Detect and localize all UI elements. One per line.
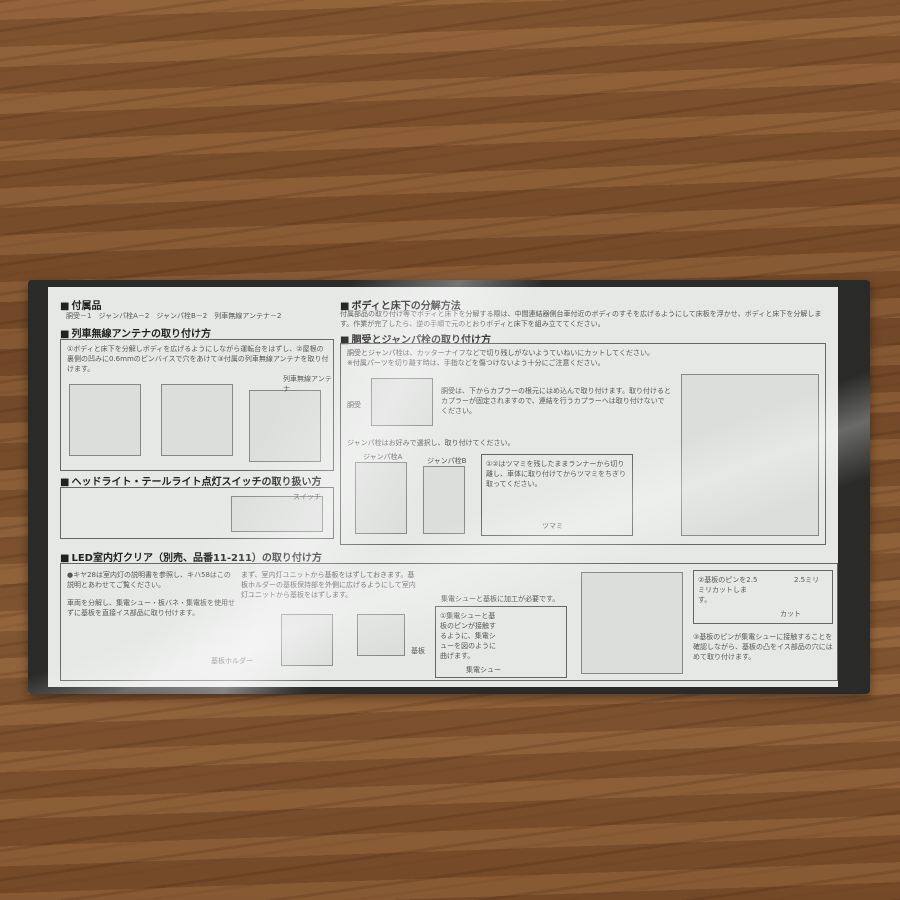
led-text-3: まず、室内灯ユニットから基板をはずしておきます。基板ホルダーの基板保持部を外側に… (241, 571, 416, 599)
switch-label: スイッチ (293, 493, 321, 501)
antenna-text: ①ボディと床下を分解しボディを広げるようにしながら運転台をはずし、②屋根の裏側の… (67, 345, 329, 373)
step-3: ③基板のピンが集電シューに接触することを確認しながら、基板の凸をイス部品の穴には… (693, 633, 833, 661)
led-heading: LED室内灯クリア（別売、品番11-211）の取り付け方 (60, 549, 321, 564)
headlight-heading: ヘッドライト・テールライト点灯スイッチの取り扱い方 (60, 473, 321, 488)
coupler-heading: 胴受とジャンパ栓の取り付け方 (340, 331, 491, 346)
dou-label: 胴受 (347, 401, 361, 409)
accessories-heading: 付属品 (60, 297, 101, 312)
jumper-note: ①②はツマミを残したままランナーから切り離し、車体に取り付けてからツマミをちぎり… (486, 460, 626, 488)
instruction-sheet: 付属品 胴受－1 ジャンパ栓A－2 ジャンパ栓B－2 列車無線アンテナ－2 列車… (48, 287, 838, 687)
coupler-text-4: ジャンパ栓はお好みで選択し、取り付けてください。 (347, 439, 515, 447)
antenna-figure-1 (69, 384, 141, 456)
train-front-figure (681, 374, 819, 536)
tsumami-label: ツマミ (542, 522, 563, 530)
coupler-text-2: ※付属パーツを切り離す時は、手指などを傷つけないよう十分にご注意ください。 (347, 359, 605, 367)
board-figure (357, 614, 405, 656)
jumper-note-box: ①②はツマミを残したままランナーから切り離し、車体に取り付けてからツマミをちぎり… (481, 454, 633, 536)
jumper-b-label: ジャンパ栓B (427, 457, 467, 465)
board-holder-figure (281, 614, 333, 666)
antenna-figure-2 (161, 384, 233, 456)
switch-figure (231, 496, 323, 532)
jumper-a-figure (355, 462, 407, 534)
disassembly-text: 付属部品の取り付け等でボディと床下を分解する際は、中間連結器側台車付近のボディの… (340, 310, 822, 328)
step-1: ①集電シューと基板のピンが接触するように、集電シューを図のように曲げます。 (440, 612, 496, 660)
shoe-label: 集電シュー (466, 666, 501, 674)
coupler-text-3: 胴受は、下からカプラーの根元にはめ込んで取り付けます。取り付けるとカプラーが固定… (441, 387, 671, 415)
antenna-figure-3 (249, 390, 321, 462)
holder-label: 基板ホルダー (211, 657, 253, 665)
antenna-heading: 列車無線アンテナの取り付け方 (60, 325, 211, 340)
shoe-step-box: ①集電シューと基板のピンが接触するように、集電シューを図のように曲げます。 集電… (435, 606, 567, 678)
accessories-list: 胴受－1 ジャンパ栓A－2 ジャンパ栓B－2 列車無線アンテナ－2 (66, 312, 282, 320)
led-text-1: ●キヤ28は室内灯の説明書を参照し、キハ58はこの説明とあわせてご覧ください。 (67, 571, 231, 589)
coupler-text-1: 胴受とジャンパ栓は、カッターナイフなどで切り残しがないようていねいにカットしてく… (347, 349, 654, 357)
board-label: 基板 (411, 647, 425, 655)
jumper-a-label: ジャンパ栓A (363, 453, 403, 461)
step-2: ②基板のピンを2.5ミリカットします。 (698, 576, 758, 604)
antenna-box: ①ボディと床下を分解しボディを広げるようにしながら運転台をはずし、②屋根の裏側の… (60, 339, 334, 471)
jumper-b-figure (423, 466, 465, 534)
coupler-box: 胴受とジャンパ栓は、カッターナイフなどで切り残しがないようていねいにカットしてく… (340, 343, 826, 545)
cut-label: カット (780, 610, 801, 618)
led-text-2: 車両を分解し、集電シュー・板バネ・集電板を使用せずに基板を直接イス部品に取り付け… (67, 599, 235, 617)
chassis-figure (581, 572, 683, 674)
antenna-label: 列車無線アンテナ (283, 375, 332, 393)
dou-figure (371, 378, 433, 426)
pin-cut-box: ②基板のピンを2.5ミリカットします。 2.5ミリ カット (693, 570, 833, 624)
led-box: ●キヤ28は室内灯の説明書を参照し、キハ58はこの説明とあわせてご覧ください。 … (60, 563, 838, 681)
disassembly-heading: ボディと床下の分解方法 (340, 297, 460, 312)
led-text-4: 集電シューと基板に加工が必要です。 (441, 595, 560, 603)
headlight-box: スイッチ (60, 487, 334, 539)
mm-label: 2.5ミリ (794, 576, 820, 584)
